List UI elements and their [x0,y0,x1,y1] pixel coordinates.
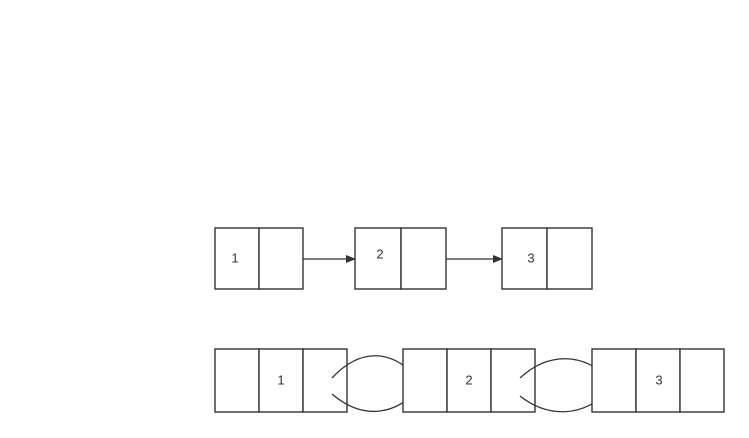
next-pointer-cell [679,348,725,413]
next-pointer-cell [302,348,348,413]
node-value: 2 [465,372,472,387]
node-value: 1 [277,372,284,387]
prev-pointer-cell [591,348,637,413]
next-pointer-cell [546,227,593,290]
node-value: 3 [527,250,534,265]
next-pointer-cell [258,227,304,290]
node-1: 1 [214,227,304,290]
node-value: 2 [376,246,383,261]
data-cell [501,227,548,290]
node-value: 1 [231,250,238,265]
prev-pointer-cell [214,348,260,413]
node-1: 1 [214,348,348,413]
node-3: 3 [591,348,725,413]
data-cell [258,348,304,413]
doubly-linked-list: 1 2 3 [214,348,725,413]
node-3: 3 [501,227,593,290]
node-2: 2 [402,348,536,413]
data-cell [446,348,492,413]
data-cell [214,227,260,290]
data-cell [635,348,681,413]
next-pointer-cell [400,227,447,290]
data-cell [354,227,402,290]
prev-pointer-cell [402,348,448,413]
singly-linked-list: 1 2 3 [214,227,593,290]
node-2: 2 [354,227,447,290]
node-value: 3 [655,372,662,387]
